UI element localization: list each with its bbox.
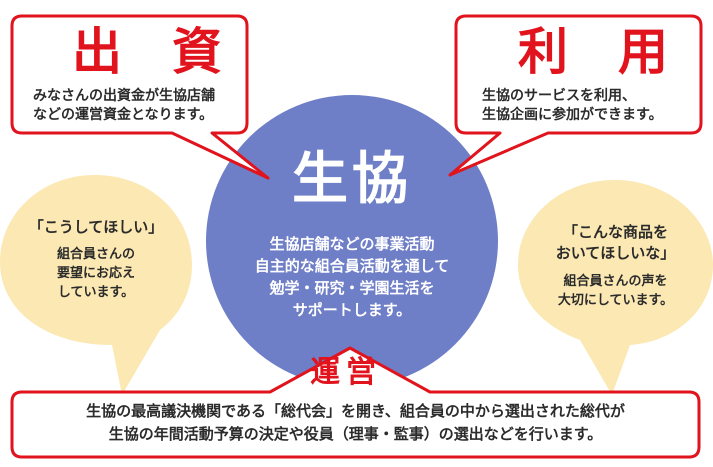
- left-bubble-line-2: 要望にお応え: [56, 266, 135, 281]
- usage-title: 利 用: [518, 23, 668, 81]
- right-bubble-line-1: 組合員さんの声を: [563, 274, 668, 289]
- investment-callout-box: [10, 14, 270, 180]
- usage-text-line-2: 生協企画に参加ができます。: [482, 107, 663, 123]
- management-text-line-1: 生協の最高議決機関である「総代会」を開き、組合員の中から選出された総代が: [86, 402, 625, 420]
- left-speech-bubble: [0, 175, 192, 395]
- usage-text-line-1: 生協のサービスを利用、: [482, 88, 636, 104]
- coop-text-line-4: サポートします。: [292, 301, 412, 319]
- coop-text-line-1: 生協店舗などの事業活動: [269, 235, 435, 253]
- right-bubble-quote-line-1: 「こんな商品を: [562, 223, 668, 241]
- coop-circle: [206, 95, 498, 387]
- left-bubble-line-3: しています。: [57, 285, 135, 300]
- investment-text-line-1: みなさんの出資金が生協店舗: [33, 88, 215, 104]
- right-bubble-line-2: 大切にしています。: [557, 293, 674, 308]
- right-bubble-quote-line-2: おいてほしいな」: [555, 244, 676, 262]
- investment-text-line-2: などの運営資金となります。: [33, 107, 214, 123]
- investment-title: 出 資: [72, 23, 222, 81]
- right-speech-bubble: [518, 180, 713, 395]
- left-bubble-line-1: 組合員さんの: [56, 247, 135, 262]
- management-text-line-2: 生協の年間活動予算の決定や役員（理事・監事）の選出などを行います。: [108, 425, 603, 443]
- management-box: [10, 346, 701, 459]
- coop-text-line-3: 勉学・研究・学園生活を: [269, 279, 435, 297]
- management-title: 運営: [310, 355, 382, 390]
- coop-title: 生協: [292, 147, 412, 212]
- coop-text-line-2: 自主的な組合員活動を通して: [254, 257, 450, 275]
- usage-callout-box: [448, 14, 703, 177]
- left-bubble-quote: 「こうしてほしい」: [28, 218, 164, 236]
